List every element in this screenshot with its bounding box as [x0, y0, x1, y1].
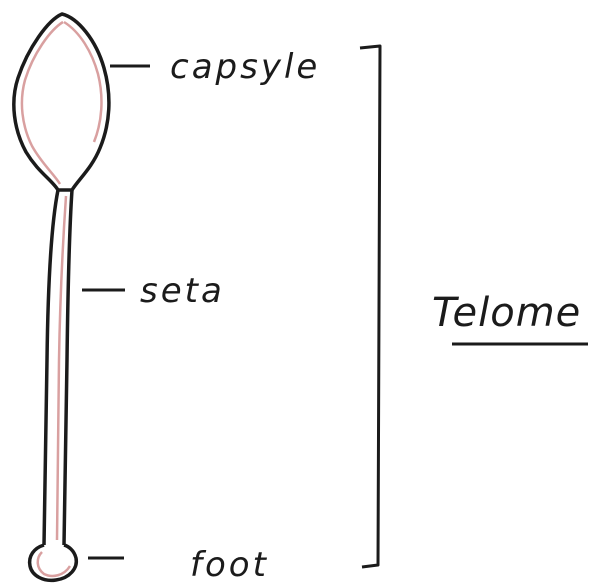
seta-right-edge: [64, 190, 72, 545]
telome-label: Telome: [432, 290, 581, 336]
telome-bracket: [360, 46, 380, 567]
capsule-inner-outline: [22, 22, 63, 184]
foot-inner-outline: [38, 552, 70, 576]
capsule-label: capsyle: [170, 47, 320, 87]
foot-label: foot: [190, 545, 269, 585]
seta-label: seta: [140, 271, 225, 311]
capsule-inner-outline-right: [64, 22, 101, 142]
seta-left-edge: [44, 190, 58, 545]
capsule-shape: [14, 14, 109, 190]
sporophyte-drawing: [14, 14, 109, 580]
